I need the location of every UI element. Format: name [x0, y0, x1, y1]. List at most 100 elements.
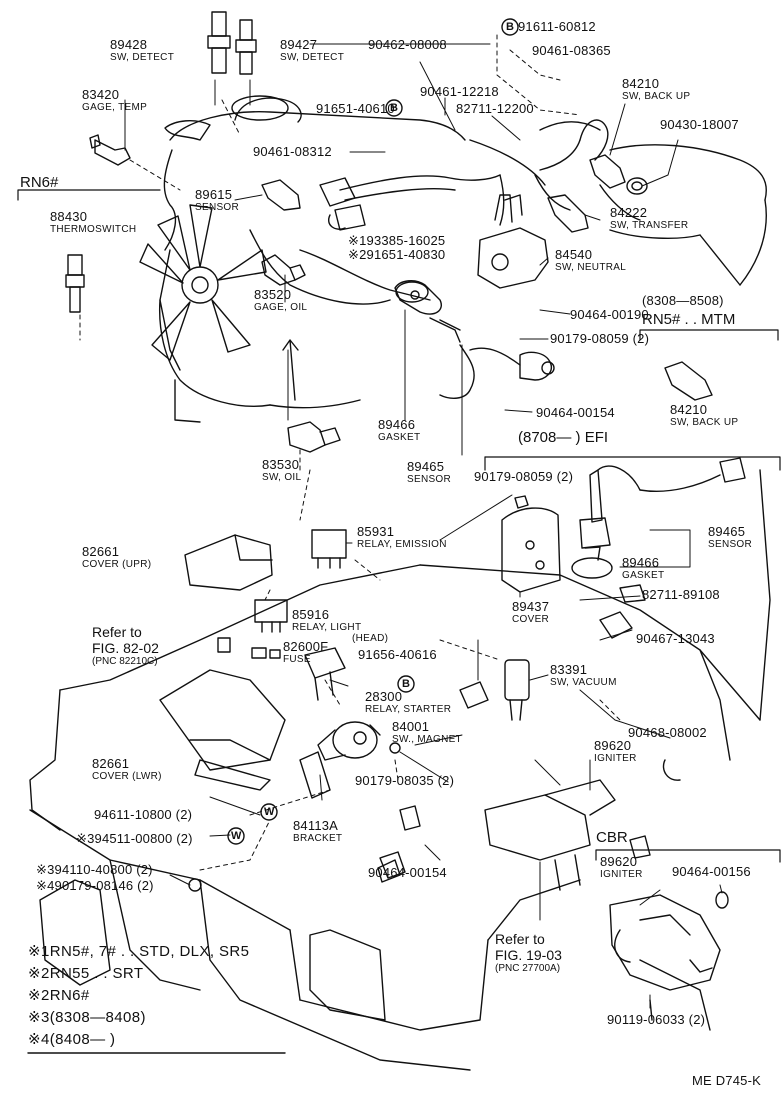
part-label-p94611: 94611-10800 (2)	[94, 808, 192, 821]
part-number: 83391	[550, 662, 588, 677]
part-description: SW, NEUTRAL	[555, 262, 627, 273]
part-description: RELAY, EMISSION	[357, 539, 447, 550]
wiring-harness-upper	[319, 119, 609, 231]
part-number: 90179-08059 (2)	[474, 469, 574, 484]
part-number: 90467-13043	[636, 631, 715, 646]
efi-sensor-assembly	[501, 457, 746, 639]
part-number: 89615	[195, 187, 233, 202]
note-4: ※3(8308—8408)	[28, 1009, 146, 1026]
ref2-line3: (PNC 27700A)	[495, 963, 561, 974]
dashed-lines	[79, 34, 621, 871]
part-number: 91611-60812	[518, 19, 596, 34]
vacuum-switch	[459, 659, 530, 721]
leader-lines	[124, 43, 723, 1009]
part-number: 89620	[594, 738, 632, 753]
figure-code: ME D745-K	[692, 1073, 761, 1088]
part-label-p90430: 90430-18007	[660, 118, 739, 131]
part-number: ※291651-40830	[348, 247, 446, 262]
part-number: 89465	[407, 459, 445, 474]
part-label-p82711b: 82711-89108	[642, 588, 720, 601]
backup-switch-upper	[589, 154, 648, 195]
part-description: SW., MAGNET	[392, 734, 462, 745]
part-number: 82661	[92, 756, 130, 771]
part-number: 90179-08059 (2)	[550, 331, 650, 346]
relay-emission	[311, 529, 347, 569]
neutral-switch	[477, 194, 549, 289]
circle-mark-w1	[260, 803, 278, 821]
part-number: 89620	[600, 854, 638, 869]
part-number: 89466	[378, 417, 416, 432]
part-description: COVER (LWR)	[92, 771, 162, 782]
part-description: SW, BACK UP	[670, 417, 739, 428]
ref1-line2: FIG. 82-02	[92, 640, 159, 656]
thermoswitch	[65, 254, 85, 313]
part-label-p90179c: 90179-08035 (2)	[355, 774, 454, 787]
part-description: FUSE	[283, 654, 311, 665]
part-label-p91651: 91651-40610	[316, 102, 395, 115]
part-description-extra: (HEAD)	[352, 633, 389, 644]
part-number: 90430-18007	[660, 117, 739, 132]
magnet-switch	[317, 721, 381, 761]
cbr-bracket	[595, 849, 781, 863]
fuse	[217, 637, 281, 659]
transfer-switch	[547, 194, 589, 233]
cover-upper	[184, 534, 273, 591]
part-label-p90179a: 90179-08059 (2)	[550, 332, 649, 345]
part-description: SW, OIL	[262, 472, 302, 483]
part-number: ※394511-00800 (2)	[76, 831, 193, 846]
part-label-p90464b: 90464-00154	[536, 406, 615, 419]
detect-switches	[207, 11, 257, 75]
part-number: 91656-40616	[358, 647, 437, 662]
ref1-line1: Refer to	[92, 624, 142, 640]
ref2-line1: Refer to	[495, 931, 545, 947]
part-label-p90179d: ※490179-08146 (2)	[36, 879, 154, 892]
part-label-p91611: 91611-60812	[518, 20, 596, 33]
part-number: 82711-89108	[642, 587, 720, 602]
part-description: RELAY, STARTER	[365, 704, 452, 715]
part-number: 90464-00154	[368, 865, 447, 880]
part-label-p94110: ※394110-40800 (2)	[36, 863, 153, 876]
part-number: 88430	[50, 209, 88, 224]
oxygen-sensor-upper	[394, 280, 555, 399]
part-label-p90462: 90462-08008	[368, 38, 447, 51]
part-description: SW, DETECT	[280, 52, 345, 63]
sensor-89615	[261, 179, 301, 211]
part-number: 82661	[82, 544, 120, 559]
cover-lower	[159, 669, 286, 791]
note-3: ※2RN6#	[28, 987, 90, 1004]
circle-letter-w1: W	[264, 806, 275, 818]
part-number: 85916	[292, 607, 330, 622]
circle-mark-b2	[385, 99, 403, 117]
part-label-p82711a: 82711-12200	[456, 102, 534, 115]
part-description: BRACKET	[293, 833, 343, 844]
starter-relay	[304, 647, 346, 701]
circle-letter-w2: W	[231, 830, 242, 842]
part-number: 90464-00156	[672, 864, 751, 879]
backup-switch-rn5	[664, 361, 713, 401]
igniter-cbr	[609, 891, 729, 1021]
circle-mark-b3	[397, 675, 415, 693]
part-description: THERMOSWITCH	[50, 224, 137, 235]
part-number: 90461-08365	[532, 43, 611, 58]
part-description: SW, TRANSFER	[610, 220, 689, 231]
part-label-p90464c: 90464-00154	[368, 866, 447, 879]
circle-mark-w2	[227, 827, 245, 845]
part-label-p90179b: 90179-08059 (2)	[474, 470, 573, 483]
part-number: 84113A	[293, 818, 339, 833]
part-number: 84001	[392, 719, 430, 734]
